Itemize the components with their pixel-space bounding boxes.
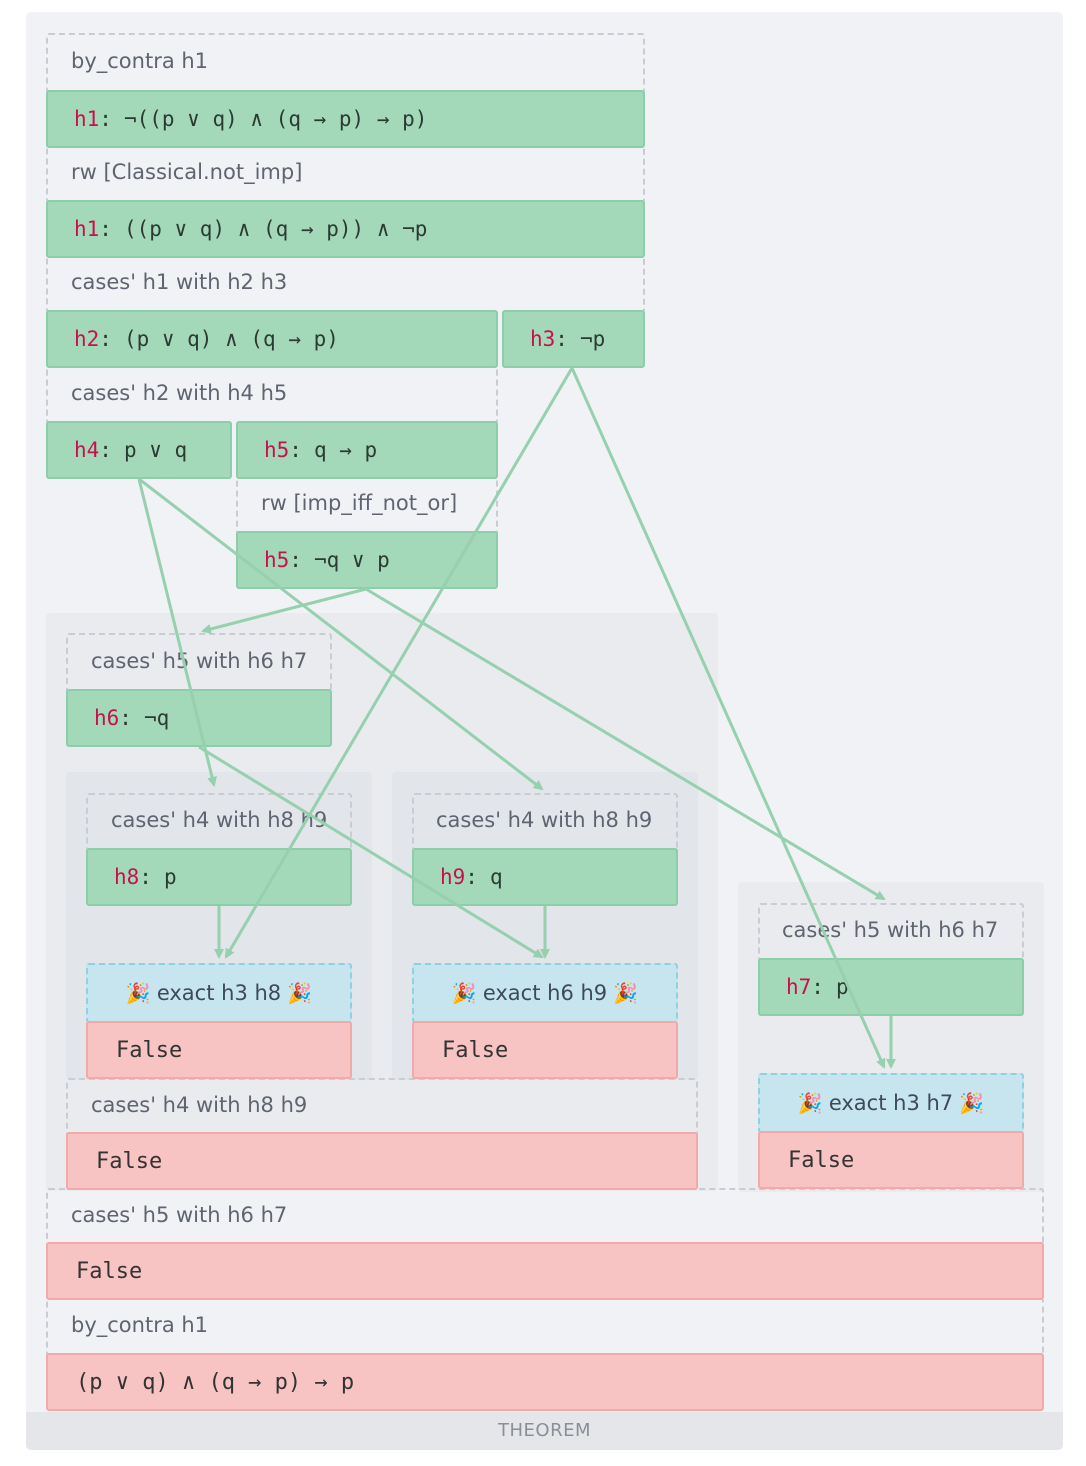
- hypothesis-separator: :: [555, 327, 568, 351]
- goal-false: False: [66, 1132, 698, 1190]
- tactic-label: cases' h5 with h6 h7: [71, 1203, 288, 1227]
- hypothesis-h1-rewritten: h1: ((p ∨ q) ∧ (q → p)) ∧ ¬p: [46, 200, 645, 258]
- exact-h3-h7-box: 🎉 exact h3 h7 🎉: [758, 1073, 1024, 1133]
- tactic-frame: [46, 255, 645, 313]
- hypothesis-expression: ¬q: [143, 706, 170, 730]
- tactic-label: rw [imp_iff_not_or]: [261, 491, 458, 515]
- hypothesis-h5: h5: q → p: [236, 421, 498, 479]
- hypothesis-expression: q → p: [313, 438, 378, 462]
- theorem-goal: (p ∨ q) ∧ (q → p) → p: [46, 1353, 1044, 1411]
- party-popper-icon: 🎉: [797, 1091, 823, 1115]
- hypothesis-h4: h4: p ∨ q: [46, 421, 232, 479]
- tactic-label: by_contra h1: [71, 1313, 209, 1337]
- hypothesis-name: h8: [114, 865, 140, 889]
- hypothesis-separator: :: [99, 217, 112, 241]
- goal-false: False: [46, 1242, 1044, 1300]
- goal-false: False: [86, 1021, 352, 1079]
- tactic-frame: [66, 1078, 698, 1136]
- theorem-footer: THEOREM: [26, 1412, 1063, 1450]
- hypothesis-h7: h7: p: [758, 958, 1024, 1016]
- hypothesis-expression: ((p ∨ q) ∧ (q → p)) ∧ ¬p: [123, 217, 428, 241]
- hypothesis-name: h6: [94, 706, 120, 730]
- hypothesis-separator: :: [119, 706, 132, 730]
- hypothesis-separator: :: [465, 865, 478, 889]
- party-popper-icon: 🎉: [451, 981, 477, 1005]
- hypothesis-separator: :: [289, 438, 302, 462]
- hypothesis-name: h5: [264, 438, 290, 462]
- exact-h3-h8-box: 🎉 exact h3 h8 🎉: [86, 963, 352, 1023]
- exact-h6-h9-box: 🎉 exact h6 h9 🎉: [412, 963, 678, 1023]
- tactic-label: cases' h4 with h8 h9: [436, 808, 653, 832]
- hypothesis-h8: h8: p: [86, 848, 352, 906]
- hypothesis-name: h1: [74, 217, 100, 241]
- hypothesis-separator: :: [99, 107, 112, 131]
- hypothesis-name: h9: [440, 865, 466, 889]
- hypothesis-expression: ¬q ∨ p: [313, 548, 390, 572]
- hypothesis-h3: h3: ¬p: [502, 310, 645, 368]
- hypothesis-separator: :: [289, 548, 302, 572]
- tactic-frame: [46, 1298, 1044, 1356]
- exact-tactic-text: exact h6 h9: [482, 981, 608, 1005]
- tactic-label: cases' h4 with h8 h9: [91, 1093, 308, 1117]
- party-popper-icon: 🎉: [613, 981, 639, 1005]
- goal-false: False: [758, 1131, 1024, 1189]
- party-popper-icon: 🎉: [287, 981, 313, 1005]
- tactic-label: by_contra h1: [71, 49, 209, 73]
- hypothesis-expression: p ∨ q: [123, 438, 188, 462]
- hypothesis-separator: :: [139, 865, 152, 889]
- hypothesis-h1: h1: ¬((p ∨ q) ∧ (q → p) → p): [46, 90, 645, 148]
- hypothesis-separator: :: [99, 438, 112, 462]
- hypothesis-name: h2: [74, 327, 100, 351]
- tactic-label: cases' h5 with h6 h7: [91, 649, 308, 673]
- theorem-label: THEOREM: [498, 1420, 591, 1441]
- hypothesis-expression: ¬p: [579, 327, 606, 351]
- hypothesis-expression: p: [163, 865, 177, 889]
- hypothesis-expression: p: [835, 975, 849, 999]
- hypothesis-expression: q: [489, 865, 503, 889]
- tactic-label: cases' h1 with h2 h3: [71, 270, 288, 294]
- hypothesis-h9: h9: q: [412, 848, 678, 906]
- tactic-frame: [46, 145, 645, 203]
- hypothesis-name: h3: [530, 327, 556, 351]
- party-popper-icon: 🎉: [959, 1091, 985, 1115]
- tactic-frame: [46, 33, 645, 93]
- tactic-label: cases' h4 with h8 h9: [111, 808, 328, 832]
- exact-tactic-text: exact h3 h7: [828, 1091, 954, 1115]
- hypothesis-name: h1: [74, 107, 100, 131]
- tactic-label: rw [Classical.not_imp]: [71, 160, 303, 184]
- hypothesis-h5-rewritten: h5: ¬q ∨ p: [236, 531, 498, 589]
- hypothesis-expression: (p ∨ q) ∧ (q → p): [123, 327, 339, 351]
- exact-tactic-text: exact h3 h8: [156, 981, 282, 1005]
- goal-false: False: [412, 1021, 678, 1079]
- tactic-label: cases' h5 with h6 h7: [782, 918, 999, 942]
- party-popper-icon: 🎉: [125, 981, 151, 1005]
- hypothesis-h2: h2: (p ∨ q) ∧ (q → p): [46, 310, 498, 368]
- tactic-label: cases' h2 with h4 h5: [71, 381, 288, 405]
- hypothesis-separator: :: [99, 327, 112, 351]
- hypothesis-expression: ¬((p ∨ q) ∧ (q → p) → p): [123, 107, 428, 131]
- hypothesis-h6: h6: ¬q: [66, 689, 332, 747]
- hypothesis-separator: :: [811, 975, 824, 999]
- hypothesis-name: h4: [74, 438, 100, 462]
- hypothesis-name: h5: [264, 548, 290, 572]
- hypothesis-name: h7: [786, 975, 812, 999]
